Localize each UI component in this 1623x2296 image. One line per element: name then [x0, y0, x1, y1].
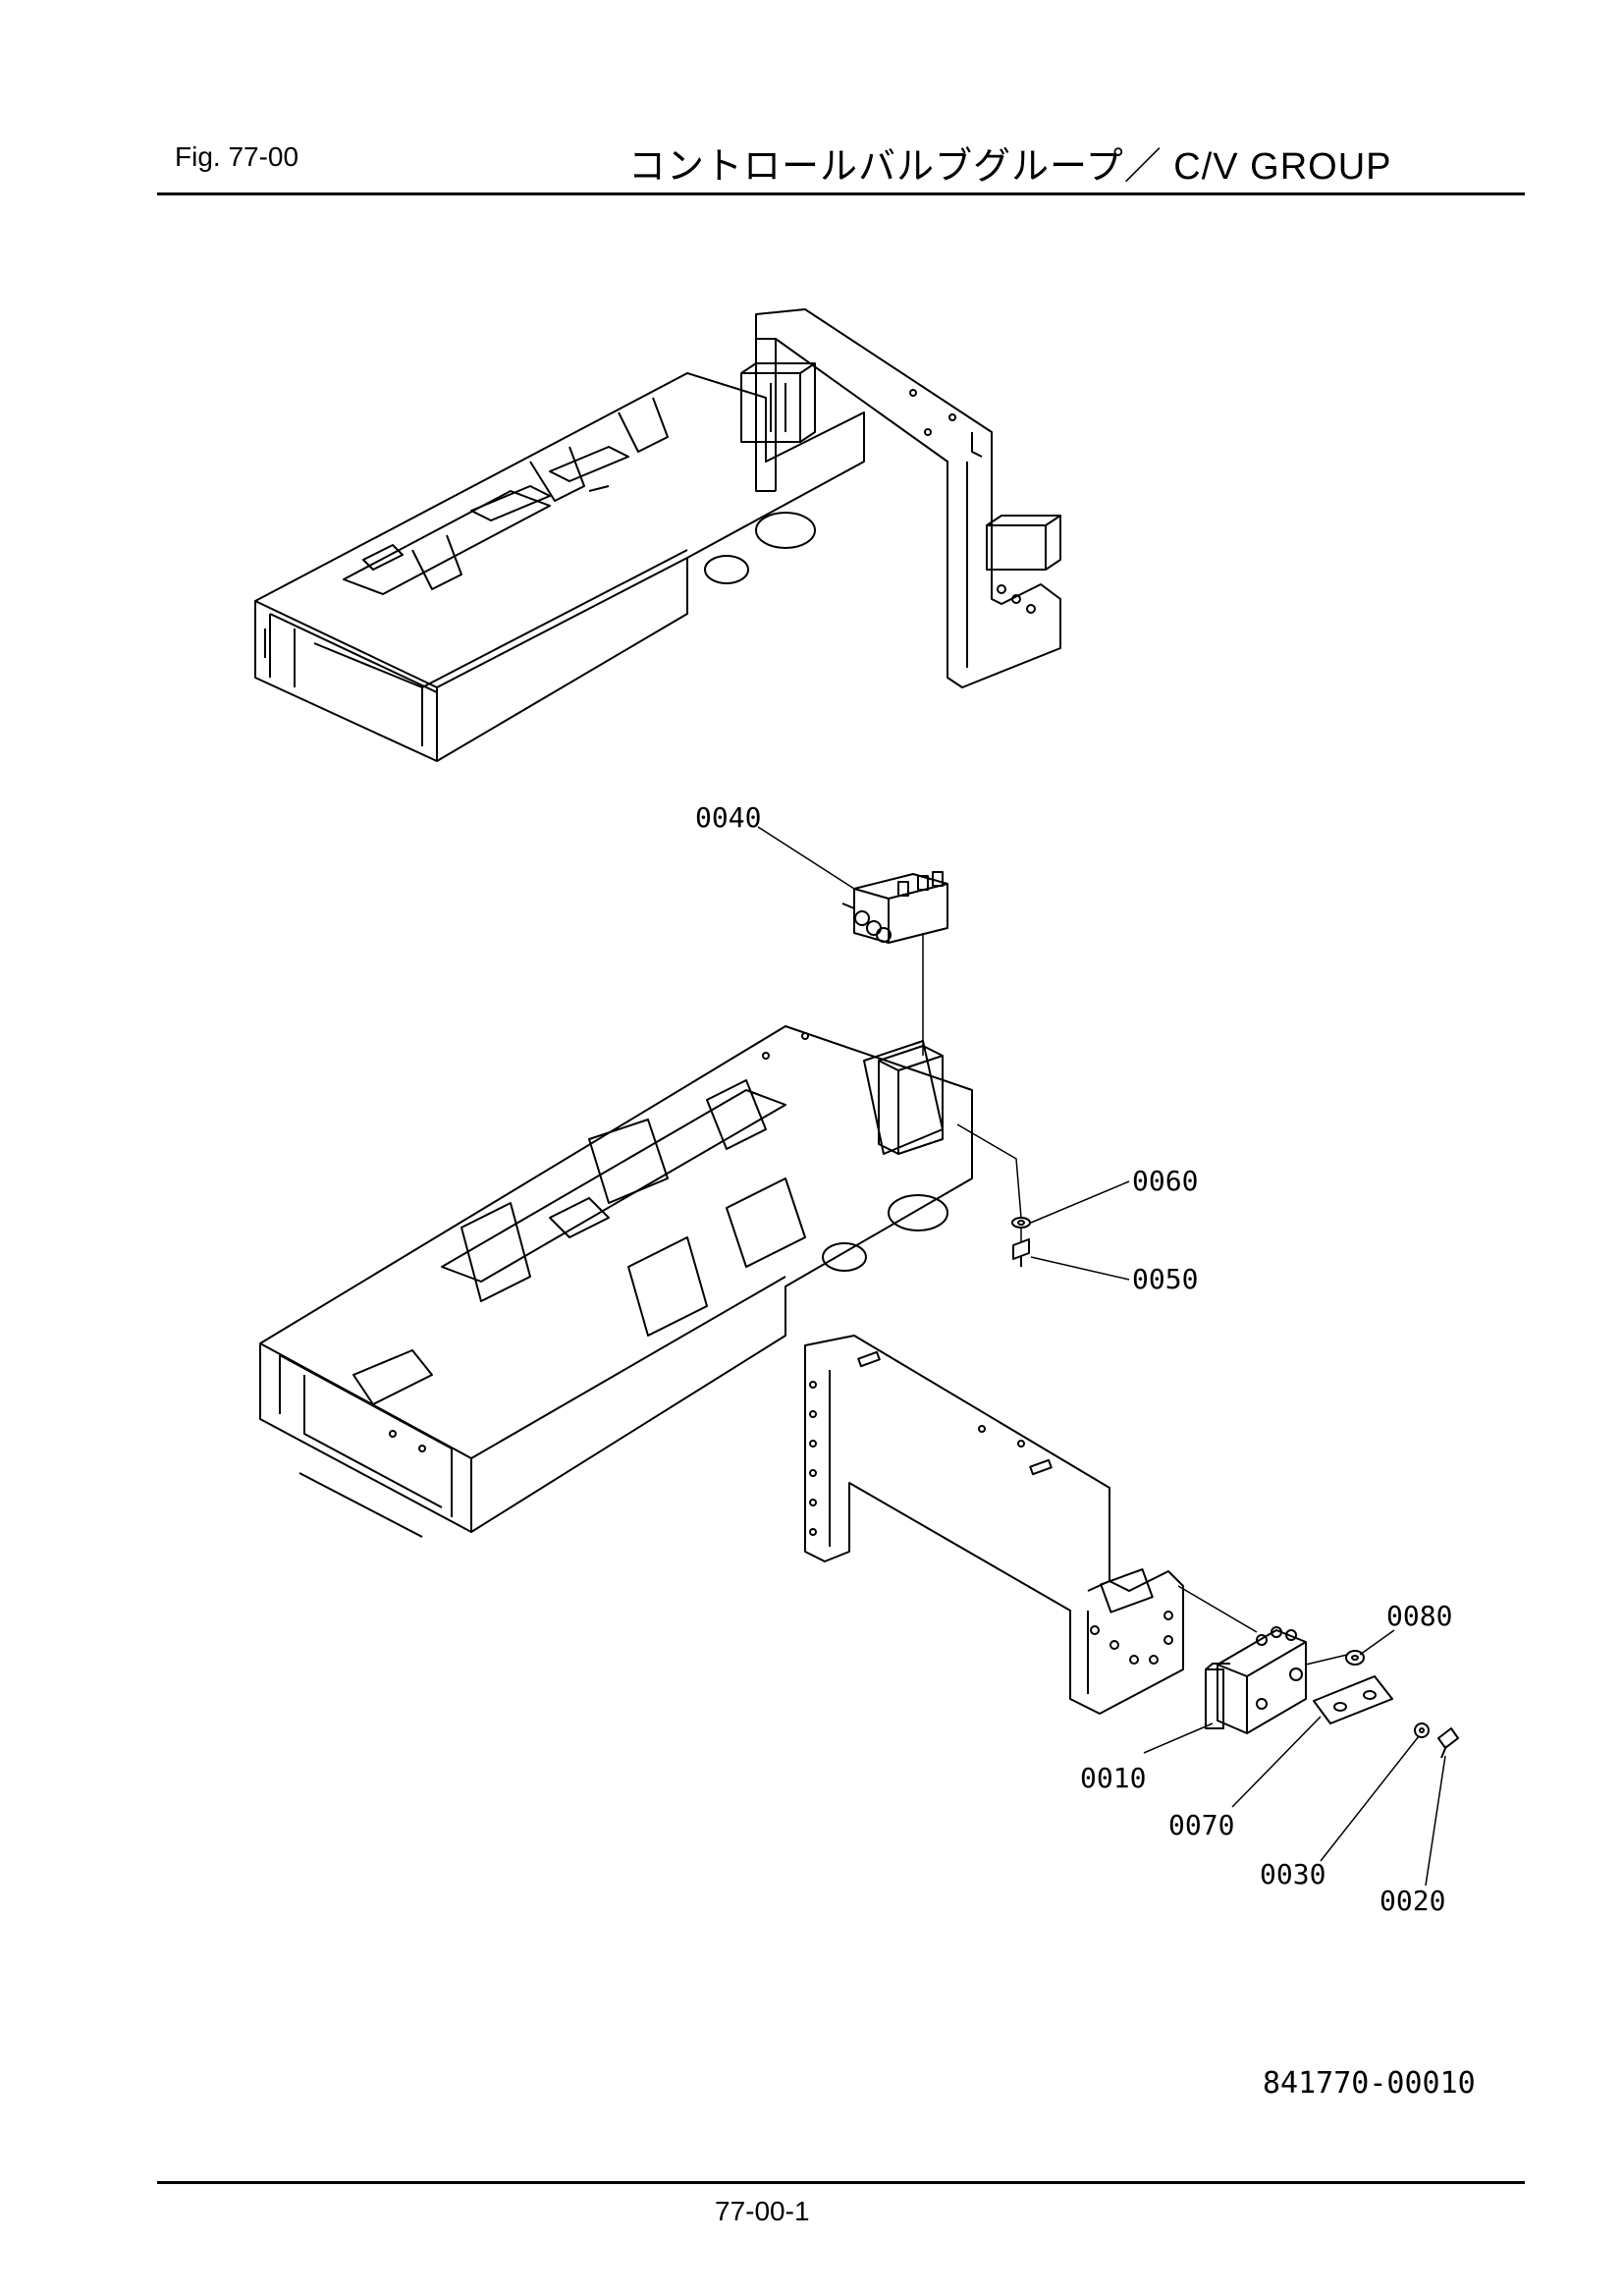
- part-0050-bolt: [1012, 1238, 1030, 1267]
- callout-labels: 0040 0060 0050 0080 0010 0070 0030 0020: [695, 801, 1452, 1917]
- callout-0060: 0060: [1132, 1165, 1198, 1197]
- callout-0080: 0080: [1386, 1600, 1452, 1632]
- leader-lines: [757, 826, 1446, 1886]
- lower-exploded-view: [259, 1025, 973, 1538]
- part-0080-washer: [1345, 1650, 1365, 1666]
- part-0070-plate: [1313, 1675, 1393, 1724]
- callout-0040: 0040: [695, 801, 761, 834]
- part-0010-valve: [1205, 1626, 1307, 1734]
- assembly-lines: [922, 933, 1348, 1666]
- drawing-number: 841770-00010: [1263, 2066, 1476, 2101]
- footer-rule: [157, 2181, 1525, 2184]
- callout-0050: 0050: [1132, 1263, 1198, 1295]
- callout-0020: 0020: [1380, 1885, 1445, 1917]
- callout-0070: 0070: [1168, 1809, 1234, 1841]
- header-rule: [157, 192, 1525, 195]
- page-number: 77-00-1: [715, 2196, 810, 2226]
- page-title: コントロールバルブグループ／ C/V GROUP: [628, 146, 1392, 188]
- right-bracket: [804, 1335, 1184, 1715]
- callout-0030: 0030: [1260, 1858, 1325, 1890]
- part-0040-control-valve: [841, 871, 948, 944]
- callout-0010: 0010: [1080, 1762, 1146, 1794]
- page-header: Fig. 77-00 コントロールバルブグループ／ C/V GROUP: [157, 136, 1522, 194]
- upper-assembly-view: [254, 308, 1061, 762]
- figure-label: Fig. 77-00: [175, 141, 299, 172]
- part-0030-washer: [1414, 1722, 1430, 1738]
- part-0020-bolt: [1437, 1727, 1459, 1759]
- part-0060-washer: [1011, 1217, 1031, 1229]
